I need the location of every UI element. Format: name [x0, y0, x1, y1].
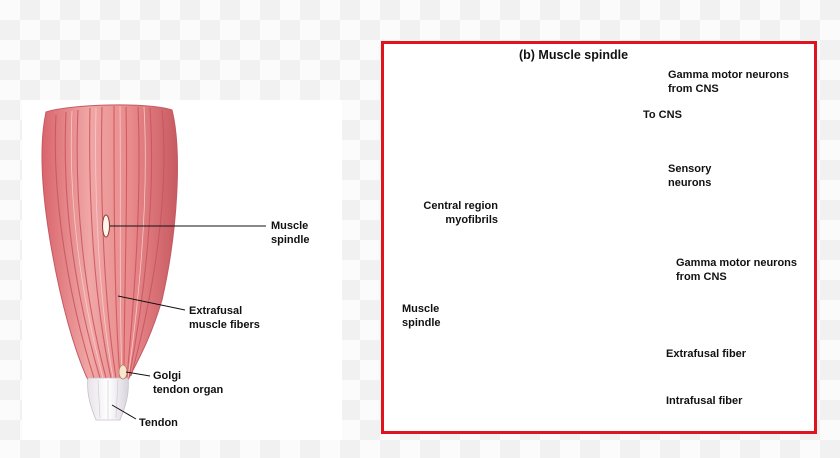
- label-extrafusal-muscle-fibers: Extrafusal muscle fibers: [189, 305, 260, 331]
- label-intrafusal-fiber: Intrafusal fiber: [666, 395, 743, 407]
- label-central-region: Central region myofibrils: [423, 200, 498, 226]
- label-sensory-neurons: Sensory neurons: [668, 163, 712, 189]
- label-tendon: Tendon: [139, 417, 178, 429]
- muscle-spindle-marker: [102, 214, 110, 238]
- muscle-belly: [41, 104, 178, 381]
- golgi-tendon-organ: [118, 364, 128, 380]
- label-gamma-motor-top: Gamma motor neurons from CNS: [668, 69, 790, 95]
- muscle-fiber-lines: [54, 105, 165, 379]
- label-to-cns: To CNS: [643, 109, 682, 121]
- label-extrafusal-fiber: Extrafusal fiber: [666, 348, 747, 360]
- label-muscle-spindle-right: Muscle spindle: [402, 303, 441, 329]
- label-muscle-spindle-left: Muscle spindle: [271, 220, 310, 246]
- right-panel-title: (b) Muscle spindle: [519, 48, 629, 62]
- right-panel-frame: [381, 41, 817, 434]
- label-gamma-motor-bottom: Gamma motor neurons from CNS: [676, 257, 798, 283]
- label-golgi-tendon-organ: Golgi tendon organ: [153, 370, 224, 396]
